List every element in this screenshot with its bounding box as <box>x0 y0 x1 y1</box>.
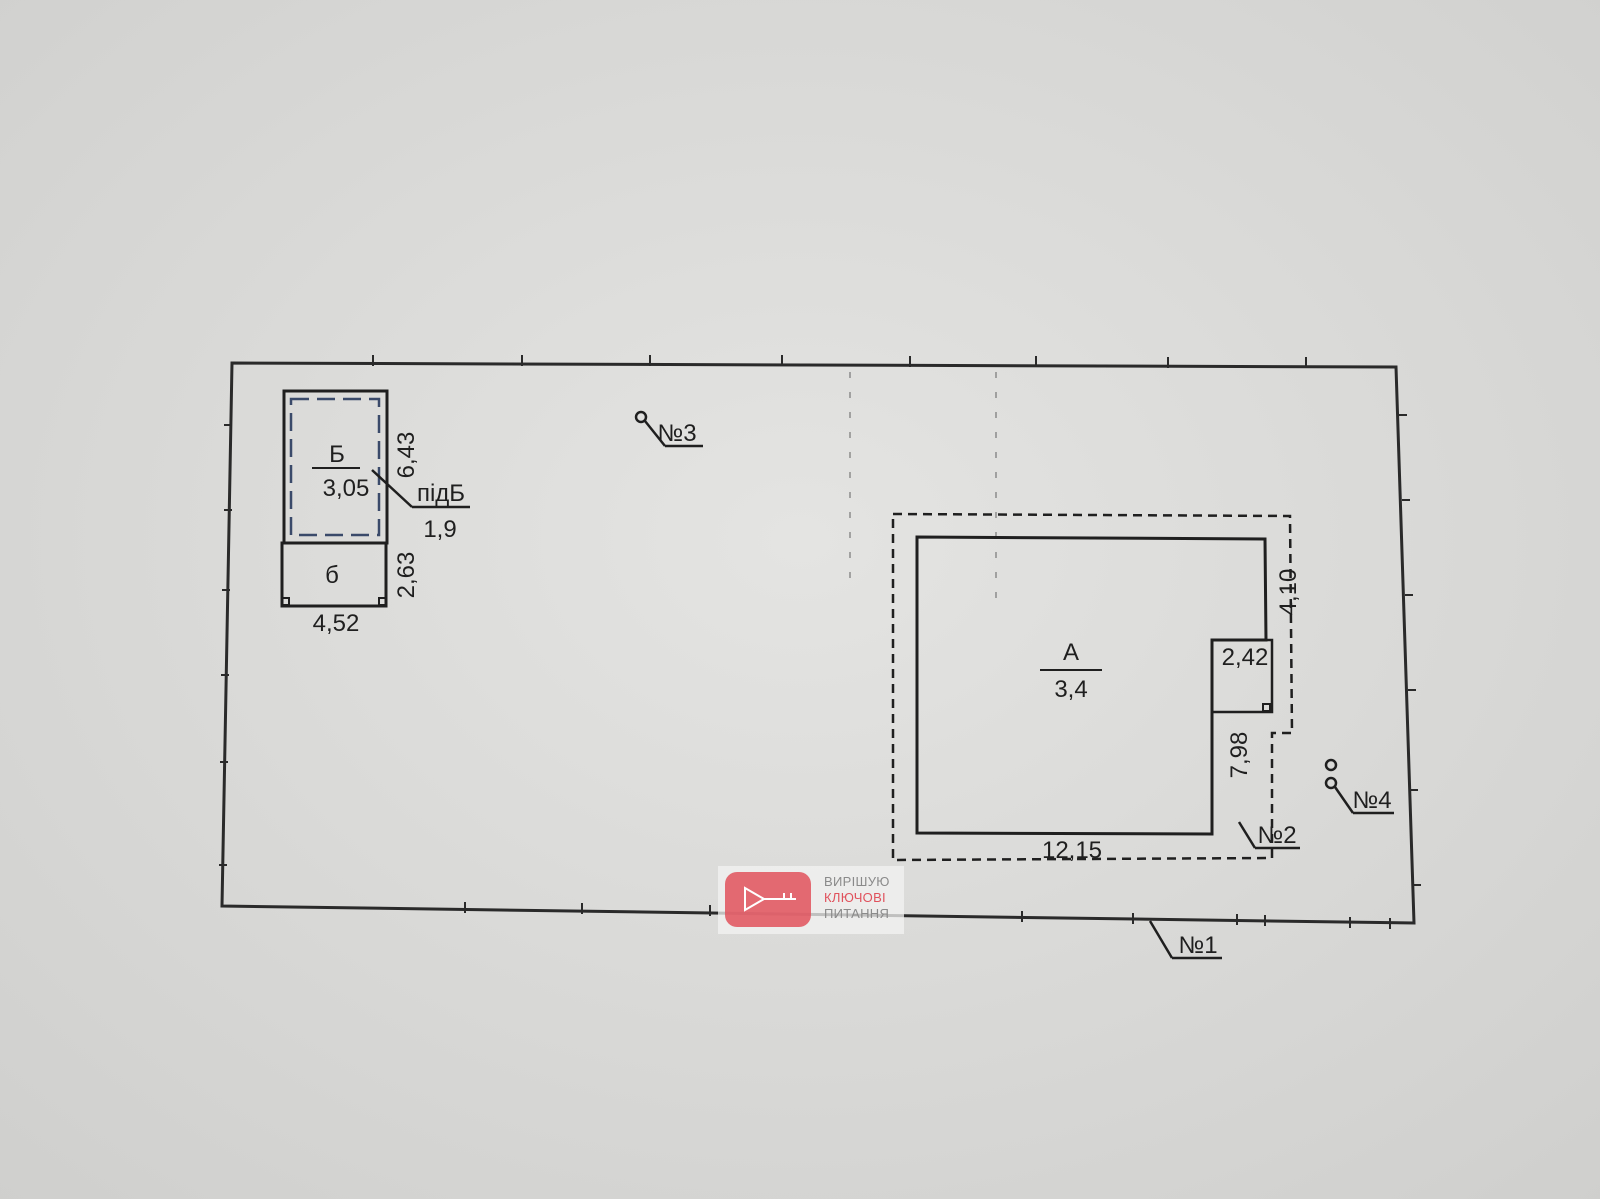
building-a-letter: А <box>1063 639 1079 666</box>
marker-3-label: №3 <box>657 420 696 447</box>
building-a-height: 3,4 <box>1054 676 1087 703</box>
marker-1-label: №1 <box>1178 932 1217 959</box>
guide-lines <box>849 372 997 600</box>
annex-b-letter: б <box>325 562 339 589</box>
marker-4-circle-bottom <box>1324 776 1338 790</box>
dim-b-annex: 2,63 <box>393 552 420 599</box>
pid-b-leader <box>371 469 413 508</box>
marker-1-leader <box>1148 920 1174 959</box>
marker-2-label: №2 <box>1257 822 1296 849</box>
boundary-ticks <box>219 355 1421 929</box>
building-b-basement-dashed <box>289 397 381 537</box>
annex-b-corner-mark-left <box>281 597 290 606</box>
plot-boundary <box>220 361 1416 925</box>
building-a-basement-dashed <box>891 512 1294 862</box>
marker-4-circle-top <box>1324 758 1338 772</box>
dim-b-length: 6,43 <box>393 432 420 479</box>
dim-a-top: 4,10 <box>1275 569 1302 616</box>
watermark-line3: ПИТАННЯ <box>824 906 889 921</box>
projection-corner-mark <box>1262 703 1271 712</box>
watermark: ВИРІШУЮ КЛЮЧОВІ ПИТАННЯ <box>718 866 904 934</box>
plan-labels: Б 3,05 б підБ 1,9 4,52 6,43 2,63 А 3,4 2… <box>313 420 1392 959</box>
dim-a-length: 12,15 <box>1042 837 1102 864</box>
dim-a-small: 2,42 <box>1222 644 1269 671</box>
annex-b-outline <box>280 541 388 608</box>
dim-a-side: 7,98 <box>1226 732 1253 779</box>
marker-3-leader <box>644 420 666 447</box>
key-icon <box>744 886 796 912</box>
dim-b-width: 4,52 <box>313 610 360 637</box>
annex-b-corner-mark-right <box>378 597 387 606</box>
building-a-group <box>891 512 1294 862</box>
marker-4-label: №4 <box>1352 787 1391 814</box>
pid-b-label: підБ <box>417 480 465 507</box>
marker-3-circle <box>634 410 648 424</box>
watermark-line2: КЛЮЧОВІ <box>824 890 886 905</box>
pid-b-height: 1,9 <box>423 516 456 543</box>
watermark-line1: ВИРІШУЮ <box>824 874 890 889</box>
building-a-projection <box>1212 638 1274 714</box>
marker-2-leader <box>1237 821 1257 849</box>
building-b-letter: Б <box>329 441 345 468</box>
building-b-group <box>280 389 470 608</box>
markers <box>634 410 1394 960</box>
building-b-height: 3,05 <box>323 475 370 502</box>
marker-4-leader <box>1333 786 1355 814</box>
